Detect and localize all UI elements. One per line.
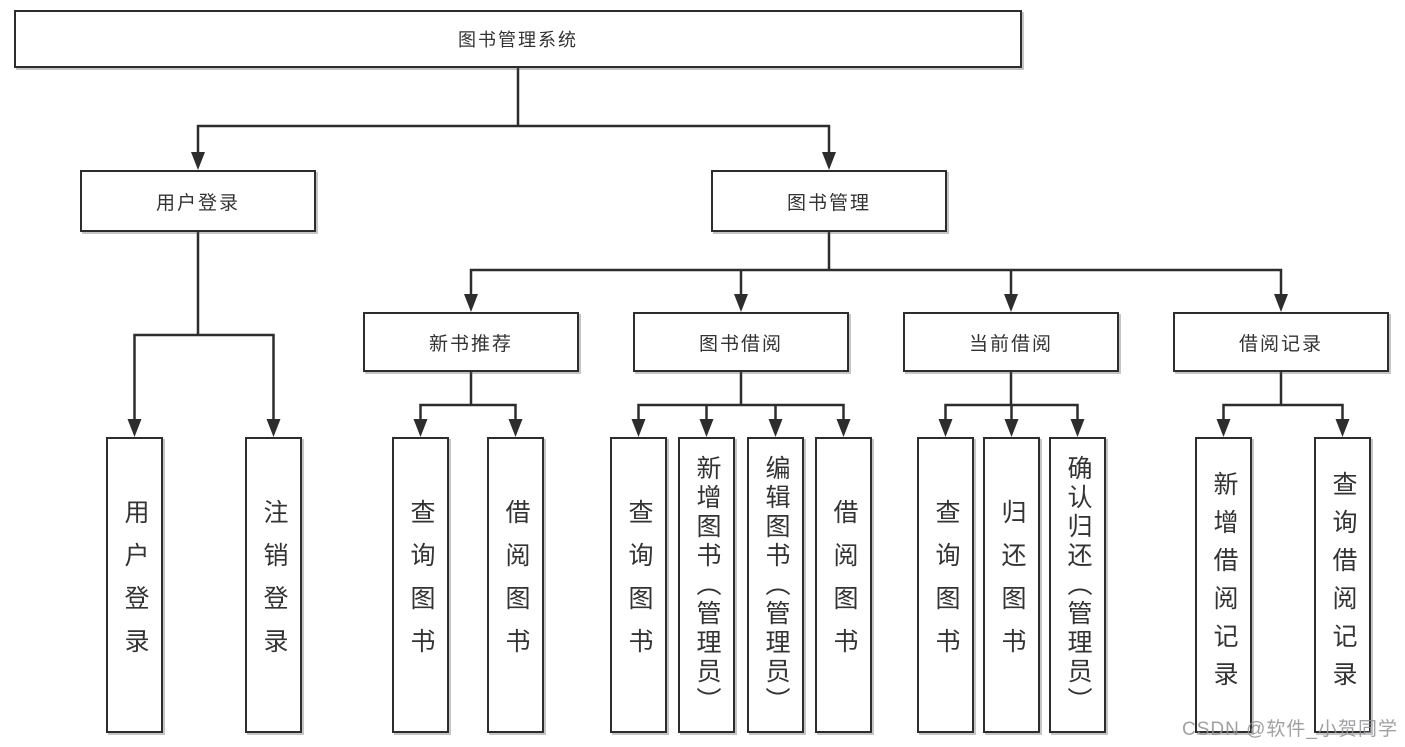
node-book-borrow: 图书借阅 bbox=[633, 312, 849, 372]
node-new-book-recommend: 新书推荐 bbox=[363, 312, 579, 372]
leaf-return-books: 归还图书 bbox=[983, 437, 1040, 733]
leaf-user-login: 用户登录 bbox=[106, 437, 163, 733]
leaf-logout: 注销登录 bbox=[245, 437, 302, 733]
leaf-add-books-admin: 新增图书（管理员） bbox=[678, 437, 735, 733]
leaf-query-books-2: 查询图书 bbox=[610, 437, 667, 733]
leaf-query-books-3: 查询图书 bbox=[917, 437, 974, 733]
node-root: 图书管理系统 bbox=[14, 10, 1022, 68]
leaf-confirm-return-admin: 确认归还（管理员） bbox=[1049, 437, 1106, 733]
node-current-borrow: 当前借阅 bbox=[903, 312, 1119, 372]
leaf-borrow-books-1: 借阅图书 bbox=[487, 437, 544, 733]
node-borrow-records: 借阅记录 bbox=[1173, 312, 1389, 372]
leaf-edit-books-admin: 编辑图书（管理员） bbox=[747, 437, 804, 733]
leaf-query-books-1: 查询图书 bbox=[392, 437, 449, 733]
leaf-query-borrow-record: 查询借阅记录 bbox=[1314, 437, 1371, 733]
leaf-add-borrow-record: 新增借阅记录 bbox=[1195, 437, 1252, 733]
leaf-borrow-books-2: 借阅图书 bbox=[815, 437, 872, 733]
node-user-login: 用户登录 bbox=[80, 170, 316, 232]
watermark: CSDN @软件_小贺同学 bbox=[1182, 719, 1398, 740]
node-book-management: 图书管理 bbox=[711, 170, 947, 232]
